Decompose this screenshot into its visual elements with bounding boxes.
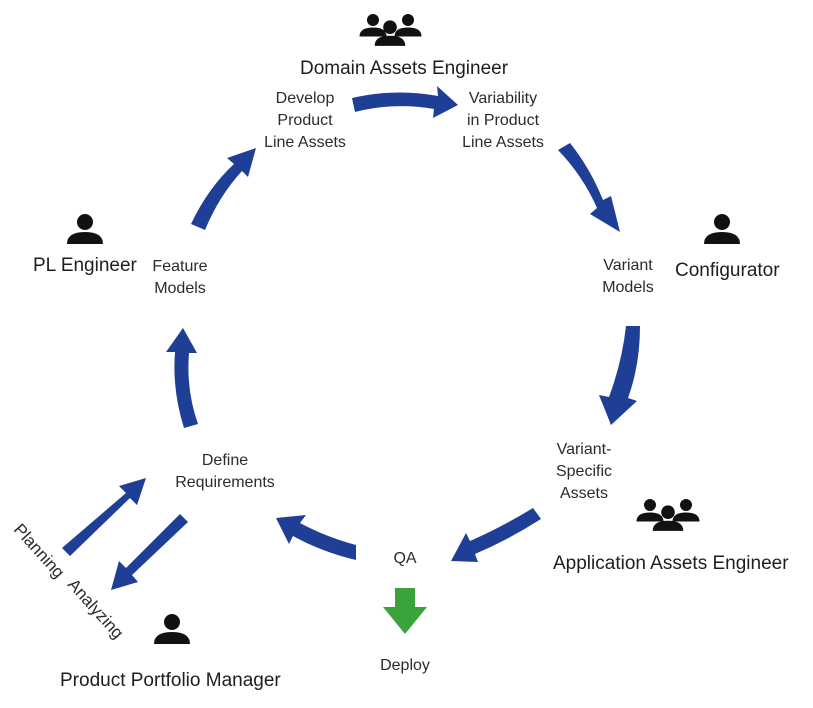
person-icon — [67, 214, 103, 244]
arrow-feature-to-develop — [191, 148, 256, 230]
stage-develop-product-line-assets: Develop Product Line Assets — [250, 88, 360, 154]
arrow-assets-to-qa — [451, 508, 541, 562]
stage-variability: Variability in Product Line Assets — [448, 88, 558, 154]
stage-line: in Product — [466, 112, 540, 129]
stage-deploy: Deploy — [380, 657, 430, 674]
stage-line: Specific — [555, 463, 613, 480]
role-domain-assets-engineer: Domain Assets Engineer — [300, 58, 509, 79]
stage-line: Requirements — [175, 474, 275, 491]
role-application-assets-engineer: Application Assets Engineer — [553, 553, 789, 574]
arrow-define-to-feature — [166, 328, 198, 428]
stage-qa: QA — [393, 550, 417, 567]
arrow-analyzing — [111, 514, 188, 590]
arrow-qa-to-define — [276, 515, 356, 560]
stage-line: Develop — [275, 90, 335, 107]
arrow-variability-to-variant-models — [558, 143, 620, 232]
stage-define-requirements: Define Requirements — [160, 450, 290, 494]
stage-line: Product — [277, 112, 333, 129]
stage-line: Variability — [468, 90, 538, 107]
people-group-icon — [359, 14, 422, 46]
stage-variant-models: Variant Models — [578, 255, 678, 299]
stage-line: Models — [154, 280, 206, 297]
person-icon — [704, 214, 740, 244]
stage-line: Assets — [559, 485, 608, 502]
role-configurator: Configurator — [675, 260, 780, 281]
stage-feature-models: Feature Models — [130, 256, 230, 300]
stage-line: Line Assets — [462, 134, 544, 151]
role-product-portfolio-manager: Product Portfolio Manager — [60, 670, 281, 691]
stage-variant-specific-assets: Variant- Specific Assets — [534, 439, 634, 505]
people-group-icon — [636, 499, 700, 531]
arrow-develop-to-variability — [352, 86, 458, 118]
arrow-variant-models-to-assets — [599, 326, 640, 425]
stage-line: Line Assets — [264, 134, 346, 151]
person-icon — [154, 614, 190, 644]
role-pl-engineer: PL Engineer — [33, 255, 137, 276]
stage-line: Variant- — [556, 441, 612, 458]
deploy-arrow-icon — [383, 588, 427, 634]
stage-line: Define — [201, 452, 249, 469]
stage-line: Feature — [152, 258, 208, 275]
stage-line: Models — [602, 279, 654, 296]
arrow-planning — [62, 478, 146, 556]
stage-line: Variant — [603, 257, 653, 274]
